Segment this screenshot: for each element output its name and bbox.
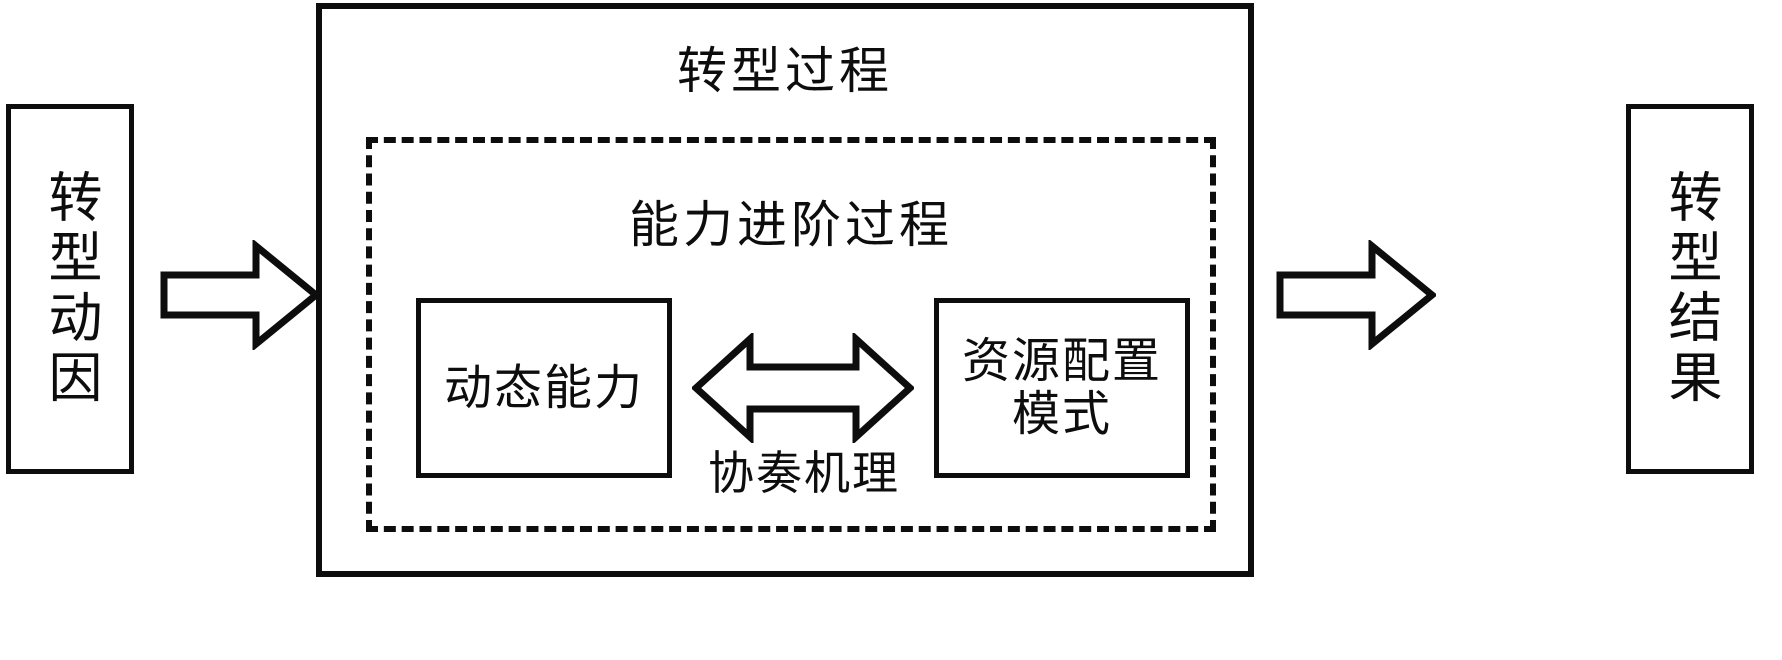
capability-box-label: 动态能力 — [443, 359, 644, 416]
resource-box-resource-allocation-mode: 资源配置 模式 — [934, 298, 1190, 478]
output-box-text-wrapper: 转型结果 — [1631, 109, 1749, 469]
subprocess-title: 能力进阶过程 — [629, 196, 953, 254]
subprocess-box-capability-advancement: 能力进阶过程 动态能力 协奏机理 资源配置 模式 — [366, 137, 1216, 532]
left-input-arrow-icon — [160, 240, 320, 350]
resource-box-label: 资源配置 模式 — [961, 333, 1162, 442]
input-box-label: 转型动因 — [39, 169, 102, 409]
bidirectional-arrow-icon — [692, 333, 914, 443]
right-output-arrow-icon — [1276, 240, 1436, 350]
process-box-transformation-process: 转型过程 能力进阶过程 动态能力 协奏机理 资源配置 模式 — [316, 3, 1254, 577]
input-box-transformation-drivers: 转型动因 — [6, 104, 134, 474]
input-box-text-wrapper: 转型动因 — [11, 109, 129, 469]
output-box-label: 转型结果 — [1659, 169, 1722, 409]
mechanism-label: 协奏机理 — [708, 446, 900, 500]
capability-box-dynamic-capability: 动态能力 — [416, 298, 672, 478]
process-title: 转型过程 — [677, 42, 893, 100]
output-box-transformation-results: 转型结果 — [1626, 104, 1754, 474]
